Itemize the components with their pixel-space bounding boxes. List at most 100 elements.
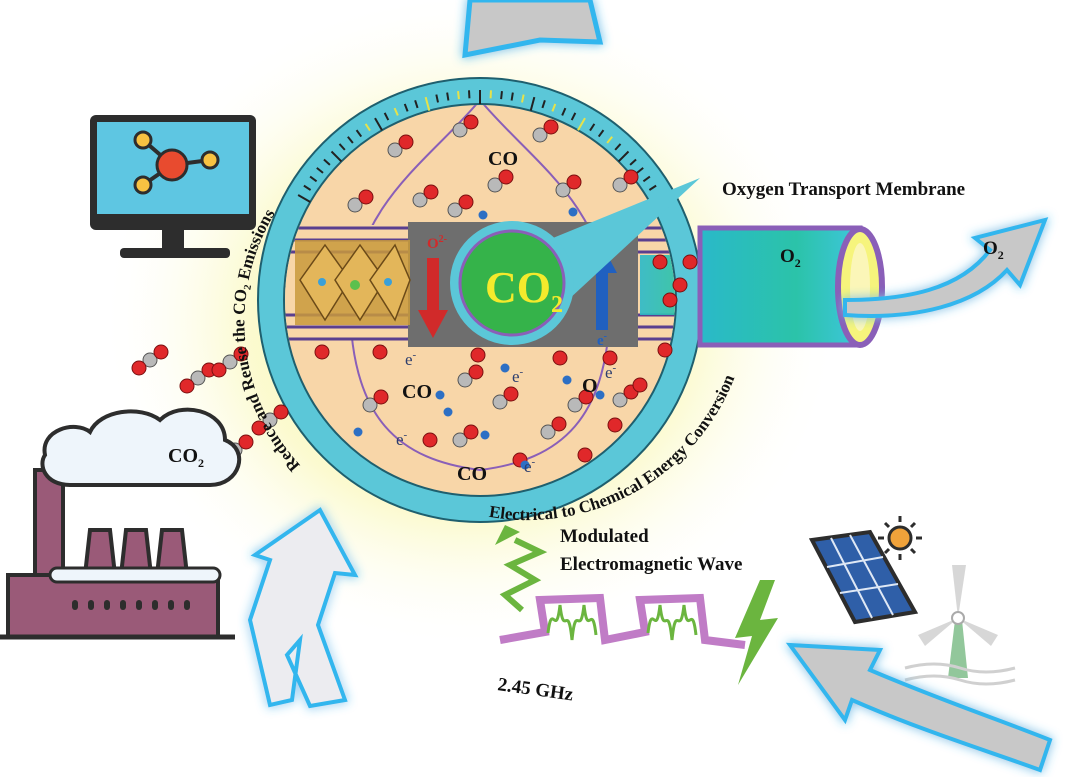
carbon-atom [142, 352, 158, 368]
oxygen-atom [251, 420, 267, 436]
oxygen-atom [682, 254, 698, 270]
electron-dot [500, 363, 510, 373]
oxygen-atom [131, 360, 147, 376]
electron-dot [480, 430, 490, 440]
top-arrow [462, 0, 604, 59]
ring-tick [629, 158, 637, 166]
ring-tick [648, 184, 657, 191]
membrane-electron-label: e- [597, 331, 607, 349]
ring-tick [636, 167, 644, 174]
green-wave-arrow [495, 525, 548, 613]
ring-tick [551, 103, 557, 112]
ring-tick [457, 91, 460, 100]
ring-tick [614, 143, 622, 151]
oxygen-atom [273, 404, 289, 420]
oxygen-transport-membrane-title: Oxygen Transport Membrane [722, 179, 965, 200]
carbon-atom [452, 432, 468, 448]
ring-tick [570, 112, 577, 121]
ring-tick [347, 136, 354, 144]
carbon-atom [457, 372, 473, 388]
oxygen-atom [566, 174, 582, 190]
ring-tick [446, 92, 450, 101]
molecule-monitor-icon [90, 115, 256, 258]
electron-dot [478, 210, 488, 220]
recycle-up-arrow [247, 507, 359, 709]
sun-icon [878, 516, 922, 560]
electron-label: e- [405, 349, 417, 369]
carbon-atom [362, 397, 378, 413]
ring-tick [606, 136, 613, 144]
oxygen-ion-label: O2- [427, 234, 447, 252]
ring-tick [309, 175, 318, 183]
ring-tick [316, 167, 324, 174]
oxygen-atom-label: O [582, 375, 598, 397]
ring-tick [597, 129, 605, 138]
ring-tick [529, 96, 536, 111]
frequency-label: 2.45 GHz [496, 674, 575, 705]
lightning-icon [735, 580, 778, 685]
oxygen-atom [577, 447, 593, 463]
oxygen-atom [632, 377, 648, 393]
ring-tick [297, 194, 311, 203]
oxygen-atom [552, 350, 568, 366]
o2-out-arrow [843, 217, 1049, 318]
electron-dot [562, 375, 572, 385]
wave-title-line1: Modulated [560, 526, 649, 547]
oxygen-atom [153, 344, 169, 360]
co-label-top: CO [488, 148, 518, 170]
oxygen-atom [463, 114, 479, 130]
oxygen-atom [314, 344, 330, 360]
co2-center-bubble [450, 178, 700, 345]
oxygen-atom [672, 277, 688, 293]
electron-dot [520, 460, 530, 470]
oxygen-atom [503, 386, 519, 402]
solar-panel-icon [808, 529, 919, 625]
oxygen-atom [238, 434, 254, 450]
oxygen-atom [657, 342, 673, 358]
carbon-atom [555, 182, 571, 198]
ring-tick [500, 91, 503, 100]
carbon-atom [387, 142, 403, 158]
electron-label: e- [524, 456, 536, 476]
carbon-atom [612, 177, 628, 193]
wind-turbine-icon [904, 565, 1016, 686]
carbon-atom [540, 424, 556, 440]
electron-dot [568, 207, 578, 217]
carbon-atom [612, 392, 628, 408]
ring-tick [617, 150, 630, 163]
co-label-bottom: CO [457, 463, 487, 485]
carbon-atom [222, 354, 238, 370]
factory-icon [0, 407, 242, 640]
oxygen-atom [422, 432, 438, 448]
perovskite-lattice [295, 240, 411, 325]
electron-label: e- [605, 362, 617, 382]
ring-tick [364, 123, 371, 132]
carbon-atom [347, 197, 363, 213]
ring-tick [303, 184, 312, 191]
co-label-left: CO [402, 381, 432, 403]
electron-dot [435, 390, 445, 400]
oxygen-atom [602, 350, 618, 366]
carbon-atom [487, 177, 503, 193]
oxygen-atom [470, 347, 486, 363]
modulated-pulse-signal [499, 593, 746, 649]
energy-input-arrow [785, 642, 1053, 773]
ring-tick [561, 107, 567, 116]
electron-label: e- [512, 366, 524, 386]
oxygen-atom [623, 169, 639, 185]
carbon-atom [447, 202, 463, 218]
oxygen-atom [551, 416, 567, 432]
electron-labels: e-e-e-e-e- [396, 349, 617, 476]
carbon-atom [567, 397, 583, 413]
co2-cloud-label: CO2 [168, 445, 204, 470]
oxygen-atom [358, 189, 374, 205]
wave-title-line2: Electromagnetic Wave [560, 554, 742, 575]
ring-tick [338, 143, 346, 151]
ring-tick [393, 107, 399, 116]
electron-label: e- [396, 429, 408, 449]
ring-tick [323, 158, 331, 166]
oxygen-atom [543, 119, 559, 135]
oxygen-atom [662, 292, 678, 308]
ring-tick [541, 99, 546, 109]
